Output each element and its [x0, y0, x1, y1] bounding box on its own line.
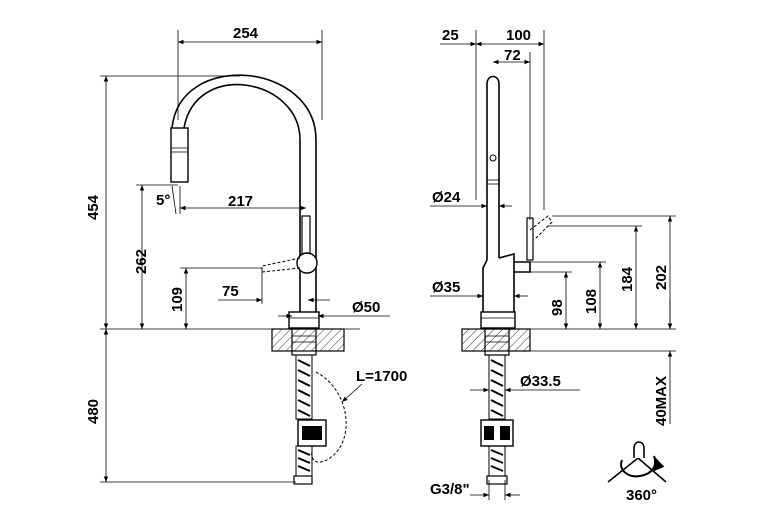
- dim-reach-217-label: 217: [228, 193, 253, 210]
- left-view: 254 454 262 5° 217 109: [85, 25, 407, 485]
- dim-108-label: 108: [583, 289, 600, 314]
- dim-72-label: 72: [504, 47, 521, 64]
- dim-diameter-24-label: Ø24: [432, 189, 461, 206]
- under-deck-assembly-right: [480, 328, 514, 485]
- dim-40max-label: 40MAX: [653, 376, 670, 426]
- dim-height-109-label: 109: [169, 287, 186, 312]
- right-view: 25 100 72 Ø24 Ø35 98 108 1: [430, 27, 676, 500]
- dim-hose-length-label: L=1700: [356, 368, 407, 385]
- rotation-symbol: 360°: [607, 441, 667, 504]
- dim-width-254: 254: [177, 25, 323, 120]
- dim-hose-length: L=1700: [341, 368, 407, 403]
- dim-width-254-label: 254: [233, 25, 259, 42]
- dim-height-454-label: 454: [85, 194, 102, 220]
- dim-diameter-33-5-label: Ø33.5: [520, 373, 561, 390]
- dim-angle-5-label: 5°: [156, 192, 170, 209]
- rotation-label: 360°: [626, 487, 657, 504]
- dim-height-109: 109: [169, 267, 262, 329]
- dim-deck-max: 40MAX: [530, 300, 676, 426]
- dim-thread-label: G3/8": [430, 481, 470, 498]
- faucet-side-profile: [480, 75, 553, 329]
- dim-diameter-35: Ø35: [430, 279, 528, 299]
- dim-184-label: 184: [619, 266, 636, 292]
- dim-top-right: 25 100 72: [440, 27, 545, 220]
- dim-diameter-50: Ø50: [278, 299, 390, 319]
- dim-heights-right: 98 108 184 202: [530, 215, 676, 329]
- dim-diameter-35-label: Ø35: [432, 279, 460, 296]
- dim-reach-75-label: 75: [222, 283, 239, 300]
- dim-diameter-24: Ø24: [430, 189, 512, 209]
- under-deck-assembly: [291, 328, 347, 485]
- dim-height-262-label: 262: [133, 249, 150, 274]
- dim-diameter-33-5: Ø33.5: [470, 373, 580, 393]
- dim-202-label: 202: [653, 265, 670, 290]
- dim-height-480-label: 480: [85, 399, 102, 424]
- dim-thread: G3/8": [430, 480, 520, 500]
- countertop-section-right: [461, 328, 531, 352]
- dim-reach-217: 5° 217: [156, 185, 306, 215]
- dim-diameter-50-label: Ø50: [352, 299, 380, 316]
- dim-25-label: 25: [442, 27, 459, 44]
- dim-100-label: 100: [506, 27, 531, 44]
- dim-height-454: 454: [85, 75, 240, 329]
- faucet-body: [170, 74, 320, 329]
- dim-98-label: 98: [549, 299, 566, 316]
- dim-height-480: 480: [85, 329, 296, 483]
- dim-reach-75: 75: [218, 268, 330, 304]
- countertop-section: [271, 328, 345, 352]
- dim-height-262: 262: [133, 184, 178, 329]
